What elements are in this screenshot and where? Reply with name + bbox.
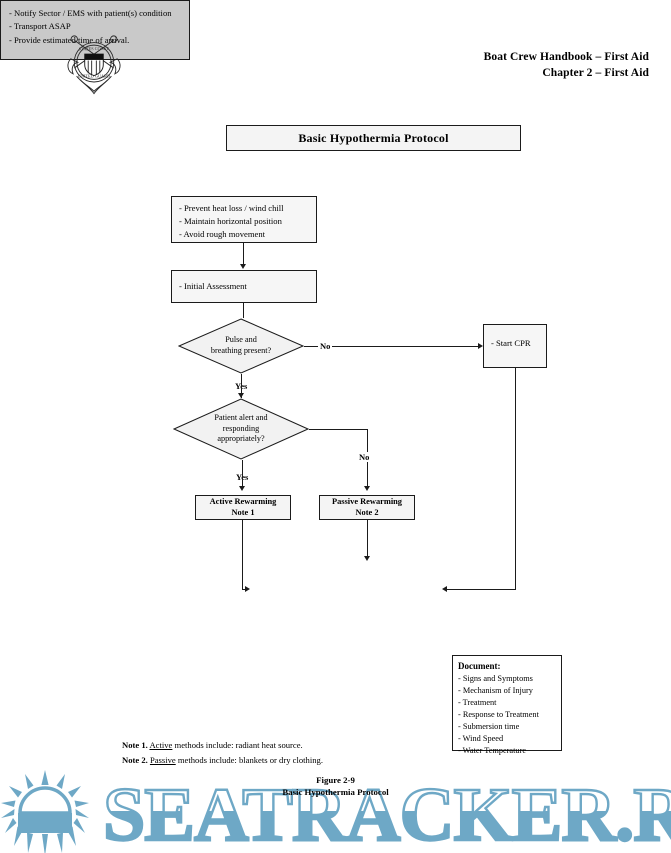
document-header: Boat Crew Handbook – First Aid Chapter 2… [484,50,649,81]
flow-node-initial-assessment: - Initial Assessment [171,270,317,303]
header-line-2: Chapter 2 – First Aid [542,66,649,79]
uscg-seal-icon: STATES COAST UNITED GUARD [67,35,121,95]
note-2: Note 2. Passive methods include: blanket… [122,753,323,768]
document-heading: Document: [458,661,501,671]
connector-cpr-left [447,589,516,590]
prevent-line-2: - Maintain horizontal position [179,215,282,226]
arrowhead-passive [363,486,370,491]
note-1: Note 1. Active methods include: radiant … [122,738,323,753]
connector-alert-no-h [309,429,368,430]
page-title-text: Basic Hypothermia Protocol [298,130,449,145]
document-item: - Water Temperature [458,745,527,755]
note-2-term: Passive [149,755,176,766]
arrowhead-notify-left [245,585,250,592]
note-2-text: methods include: blankets or dry clothin… [175,755,323,766]
document-item: - Treatment [458,697,497,707]
initial-line-1: - Initial Assessment [179,281,247,291]
flow-node-notify-transport: - Notify Sector / EMS with patient(s) co… [0,0,190,60]
notify-line-2: - Transport ASAP [9,21,71,32]
flow-decision-pulse-breathing: Pulse and breathing present? [178,318,304,374]
figure-caption-line-2: Basic Hypothermia Protocol [282,786,389,797]
arrowhead-cpr [478,342,483,349]
connector-prevent-to-initial [243,243,244,264]
document-item: - Mechanism of Injury [458,685,533,695]
flow-decision-patient-alert: Patient alert and responding appropriate… [173,398,309,460]
header-line-1: Boat Crew Handbook – First Aid [483,51,649,63]
note-2-label: Note 2. [122,755,148,766]
arrowhead-initial [240,264,246,269]
note-1-term: Active [149,740,173,750]
prevent-line-1: - Prevent heat loss / wind chill [179,203,284,213]
flow-node-passive-rewarming: Passive Rewarming Note 2 [319,495,415,520]
arrowhead-active [238,486,245,491]
connector-alert-yes [242,460,243,486]
document-checklist-box: Document: - Signs and Symptoms - Mechani… [452,655,562,755]
figure-caption: Figure 2-9 Basic Hypothermia Protocol [0,775,671,799]
edge-label-pulse-no: No [318,341,333,351]
connector-passive-down [367,520,368,556]
flow-node-start-cpr: - Start CPR [483,324,547,368]
figure-caption-line-1: Figure 2-9 [316,775,355,785]
edge-label-alert-no: No [357,452,372,462]
flow-node-active-rewarming: Active Rewarming Note 1 [195,495,291,520]
arrowhead-notify-right [442,585,447,592]
connector-active-down [242,520,243,589]
footnotes: Note 1. Active methods include: radiant … [122,738,323,768]
cpr-line-1: - Start CPR [491,338,531,349]
document-item: - Wind Speed [458,733,504,743]
connector-pulse-yes [241,374,242,398]
page-title: Basic Hypothermia Protocol [226,125,521,151]
passive-line-1: Passive Rewarming [331,497,402,506]
svg-text:STATES COAST: STATES COAST [79,46,109,52]
connector-active-right [242,589,245,590]
notify-line-3: - Provide estimated time of arrival. [9,34,130,45]
connector-cpr-down [515,368,516,590]
active-line-1: Active Rewarming [209,497,277,506]
document-item: - Submersion time [458,721,520,731]
connector-pulse-no [304,346,478,347]
active-line-2: Note 1 [231,507,255,517]
connector-initial-to-pulse [243,303,244,318]
arrowhead-alert [237,393,244,398]
passive-line-2: Note 2 [355,507,379,517]
document-item: - Signs and Symptoms [458,673,533,683]
arrowhead-notify-top [363,556,370,561]
prevent-line-3: - Avoid rough movement [179,228,266,239]
flow-node-prevent-heat-loss: - Prevent heat loss / wind chill - Maint… [171,196,317,243]
note-1-label: Note 1. [122,740,148,750]
document-item: - Response to Treatment [458,709,539,719]
note-1-text: methods include: radiant heat source. [172,740,303,750]
notify-line-1: - Notify Sector / EMS with patient(s) co… [9,8,172,18]
